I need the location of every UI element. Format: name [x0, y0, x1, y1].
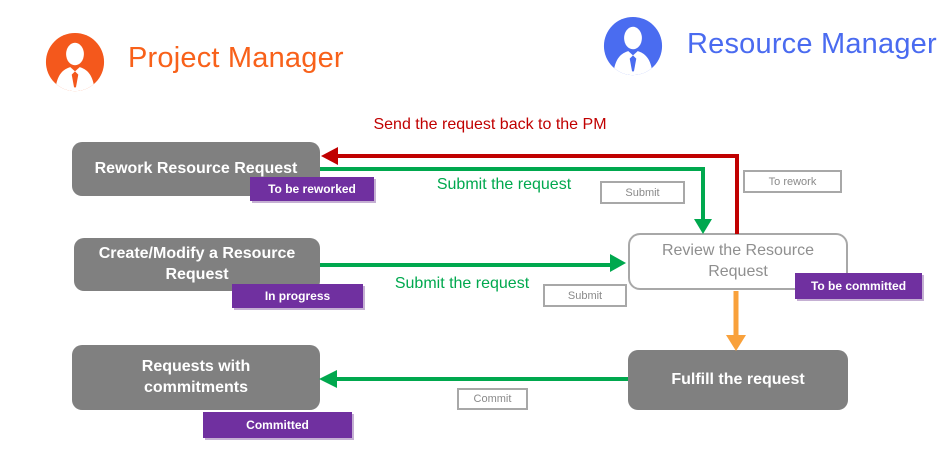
node-label: Requests with commitments [141, 357, 251, 396]
node-requests-with-commitments: Requests with commitments [72, 345, 320, 410]
resource-manager-avatar [603, 16, 663, 76]
submit-button-middle[interactable]: Submit [543, 284, 627, 307]
status-badge-to-be-reworked: To be reworked [250, 177, 374, 201]
businessman-icon [613, 26, 653, 76]
edge-label-submit-request-middle: Submit the request [394, 275, 530, 292]
node-label: Rework Resource Request [94, 159, 298, 177]
businessman-icon [55, 42, 95, 92]
project-manager-avatar [45, 32, 105, 92]
resource-manager-title: Resource Manager [687, 28, 937, 60]
arrow-fulfill-to-commitments [319, 370, 628, 388]
edge-label-submit-request-top: Submit the request [436, 176, 572, 193]
to-rework-button[interactable]: To rework [743, 170, 842, 193]
status-badge-committed: Committed [203, 412, 352, 438]
node-label: Create/Modify a Resource Request [98, 244, 296, 283]
node-label: Fulfill the request [671, 370, 805, 388]
node-label: Review the Resource Request [661, 241, 815, 280]
commit-button[interactable]: Commit [457, 388, 528, 410]
node-create-modify-resource-request: Create/Modify a Resource Request [74, 238, 320, 291]
status-badge-in-progress: In progress [232, 284, 363, 308]
submit-button-top[interactable]: Submit [600, 181, 685, 204]
edge-label-send-back-to-pm: Send the request back to the PM [373, 116, 607, 133]
project-manager-title: Project Manager [128, 42, 344, 74]
status-badge-to-be-committed: To be committed [795, 273, 922, 299]
node-fulfill-request: Fulfill the request [628, 350, 848, 410]
arrow-review-to-fulfill [726, 291, 746, 351]
arrow-submit-create-to-review [320, 254, 626, 272]
